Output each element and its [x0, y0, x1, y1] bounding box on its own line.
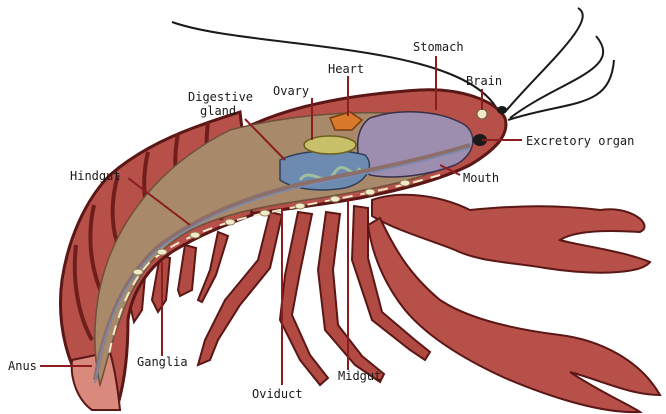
label-mouth: Mouth: [463, 171, 499, 185]
label-heart: Heart: [328, 62, 364, 76]
claw: [368, 195, 660, 412]
label-brain: Brain: [466, 74, 502, 88]
label-ovary: Ovary: [273, 84, 309, 98]
label-ganglia: Ganglia: [137, 355, 188, 369]
brain-organ: [477, 109, 487, 119]
label-excretory-organ: Excretory organ: [526, 134, 634, 148]
label-digestive-gland-line2: gland: [200, 104, 236, 118]
label-digestive-gland-line1: Digestive: [188, 90, 253, 104]
label-hindgut: Hindgut: [70, 169, 121, 183]
label-anus: Anus: [8, 359, 37, 373]
label-oviduct: Oviduct: [252, 387, 303, 401]
label-midgut: Midgut: [338, 369, 381, 383]
label-stomach: Stomach: [413, 40, 464, 54]
